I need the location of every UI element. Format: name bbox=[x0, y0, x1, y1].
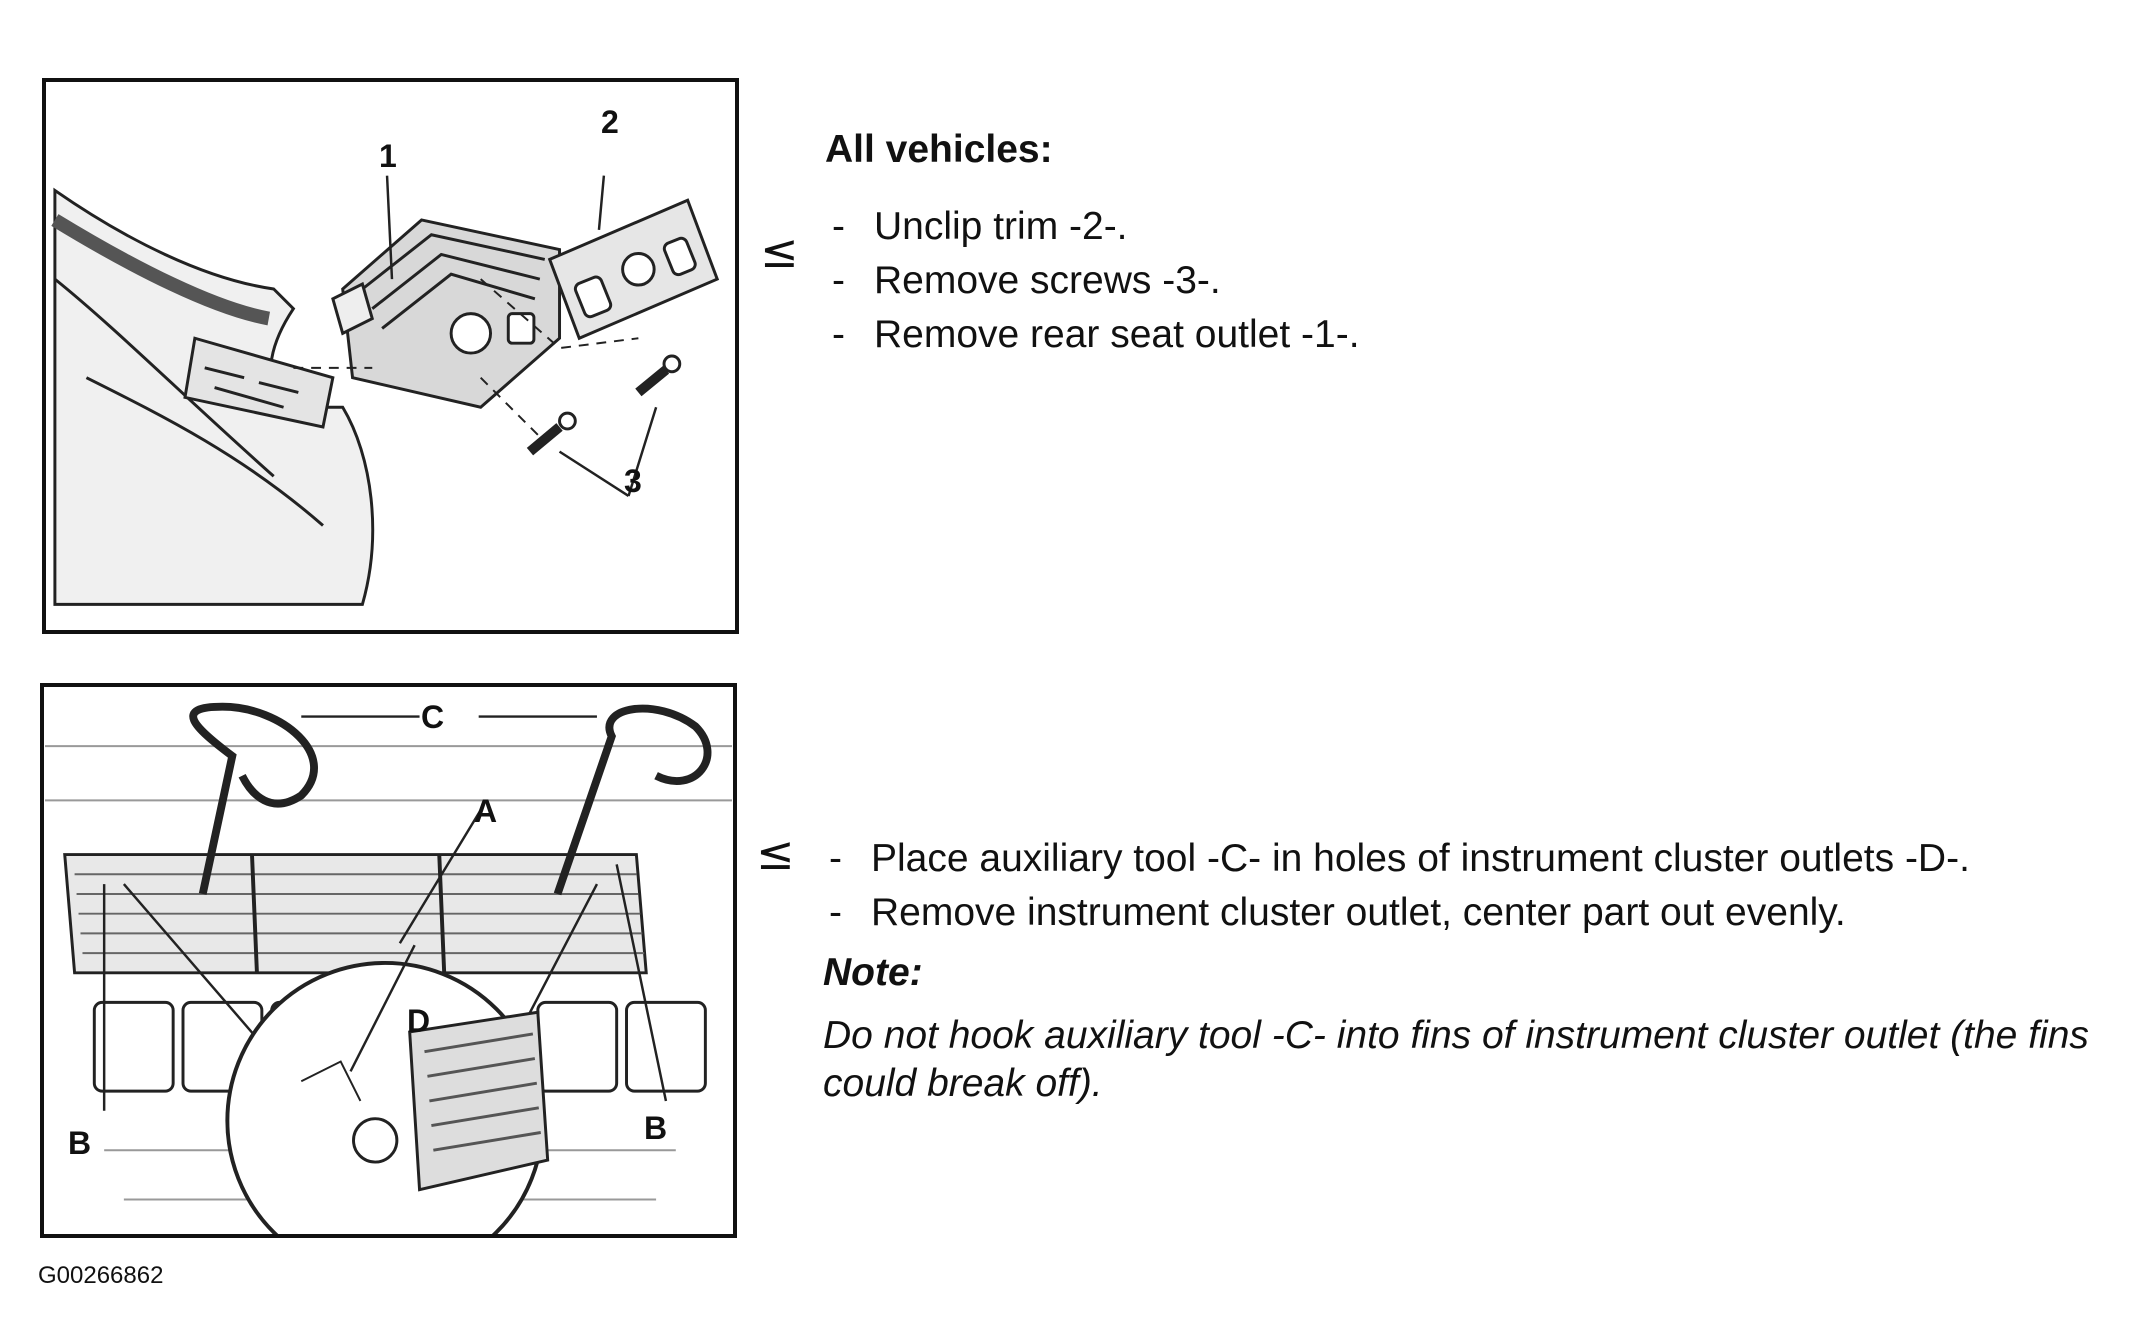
bullet-dash: - bbox=[832, 313, 845, 356]
callout-A: A bbox=[474, 793, 498, 829]
callout-2: 2 bbox=[601, 104, 619, 140]
callout-B-left: B bbox=[68, 1125, 92, 1161]
pointer-arrow-icon: ≤ bbox=[760, 224, 799, 278]
note-title: Note: bbox=[823, 951, 923, 994]
bullet-dash: - bbox=[829, 891, 842, 934]
callout-D: D bbox=[407, 1003, 431, 1039]
step-text: Remove instrument cluster outlet, center… bbox=[871, 891, 1846, 934]
note-text: Do not hook auxiliary tool -C- into fins… bbox=[823, 1014, 2089, 1105]
instrument-cluster-outlet-illustration: C A D B B bbox=[40, 683, 737, 1238]
step-text: Remove screws -3-. bbox=[874, 259, 1221, 302]
figure-code: G00266862 bbox=[38, 1262, 164, 1289]
step-text: Place auxiliary tool -C- in holes of ins… bbox=[871, 837, 1970, 880]
callout-B-right: B bbox=[644, 1110, 668, 1146]
step-item: -Remove screws -3-. bbox=[832, 254, 1360, 308]
rear-outlet-illustration: 1 2 3 bbox=[42, 78, 739, 634]
callout-1: 1 bbox=[379, 138, 397, 174]
step-item: -Unclip trim -2-. bbox=[832, 200, 1360, 254]
step-text: Remove rear seat outlet -1-. bbox=[874, 313, 1360, 356]
step-item: -Remove instrument cluster outlet, cente… bbox=[829, 886, 1970, 940]
bullet-dash: - bbox=[829, 837, 842, 880]
callout-3: 3 bbox=[624, 463, 642, 499]
rear-outlet-drawing bbox=[51, 175, 720, 606]
step-item: -Place auxiliary tool -C- in holes of in… bbox=[829, 832, 1970, 886]
step-item: -Remove rear seat outlet -1-. bbox=[832, 308, 1360, 362]
cluster-outlet-step-list: -Place auxiliary tool -C- in holes of in… bbox=[829, 832, 1970, 940]
bullet-dash: - bbox=[832, 259, 845, 302]
bullet-dash: - bbox=[832, 205, 845, 248]
callout-C: C bbox=[421, 699, 445, 735]
cluster-outlet-drawing bbox=[45, 702, 732, 1234]
step-text: Unclip trim -2-. bbox=[874, 205, 1128, 248]
all-vehicles-step-list: -Unclip trim -2-. -Remove screws -3-. -R… bbox=[832, 200, 1360, 362]
pointer-arrow-icon: ≤ bbox=[756, 826, 795, 880]
section-heading-all-vehicles: All vehicles: bbox=[825, 128, 1053, 171]
